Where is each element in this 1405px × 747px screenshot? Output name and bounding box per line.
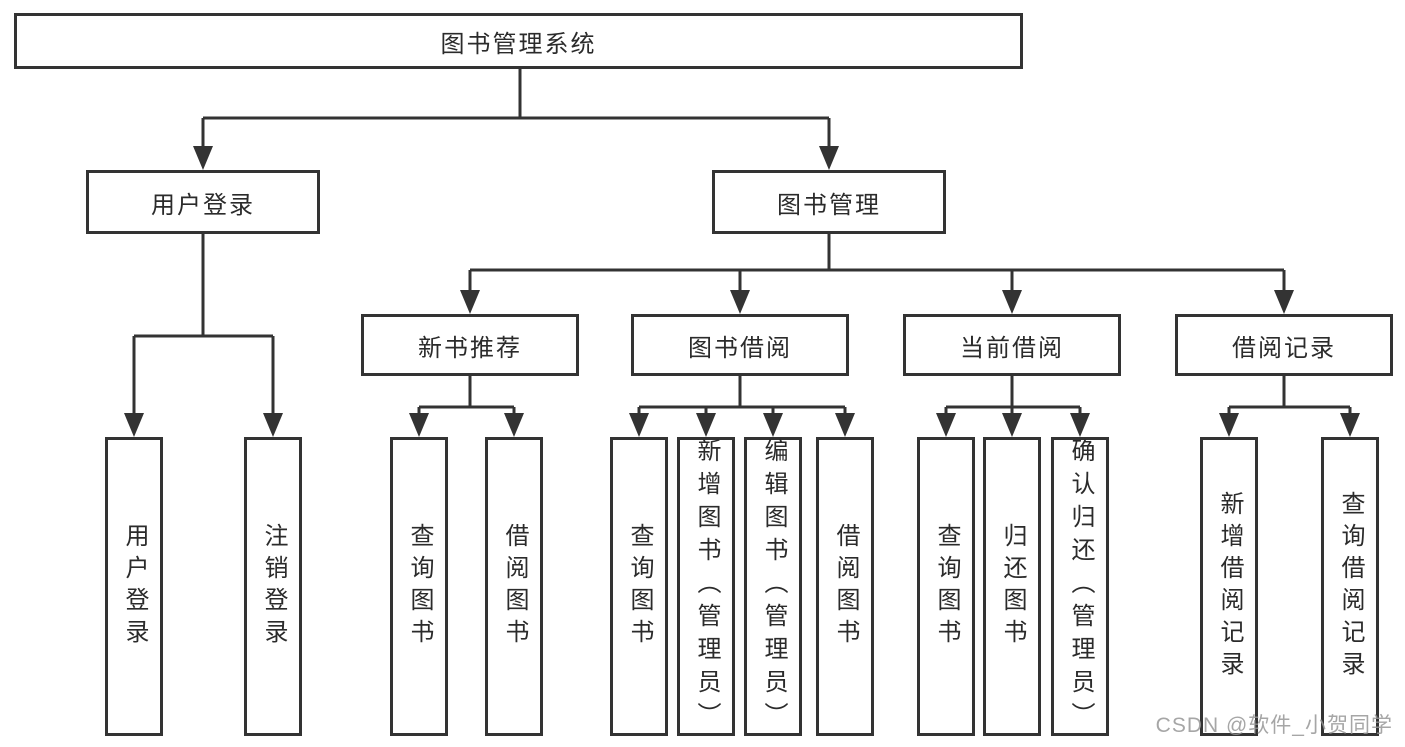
leaf-user-login: 用户登录: [105, 437, 163, 736]
node-label: 查询借阅记录: [1337, 490, 1364, 683]
node-label: 查询图书: [406, 522, 433, 651]
csdn-watermark: CSDN @软件_小贺同学: [1155, 714, 1393, 737]
node-label: 新增图书（管理员）: [693, 438, 720, 735]
node-label: 确认归还（管理员）: [1067, 438, 1094, 735]
node-label: 注销登录: [260, 522, 287, 651]
leaf-borrow-books-recommend: 借阅图书: [485, 437, 543, 736]
node-label: 编辑图书（管理员）: [760, 438, 787, 735]
node-label: 图书管理系统: [440, 30, 597, 58]
node-label: 新书推荐: [418, 334, 522, 362]
leaf-query-books-current: 查询图书: [917, 437, 975, 736]
node-label: 借阅图书: [832, 522, 859, 651]
leaf-logout: 注销登录: [244, 437, 302, 736]
node-label: 用户登录: [121, 522, 148, 651]
leaf-confirm-return-admin: 确认归还（管理员）: [1051, 437, 1109, 736]
node-label: 图书管理: [777, 191, 881, 219]
node-current-borrowing: 当前借阅: [903, 314, 1121, 376]
node-new-book-recommendation: 新书推荐: [361, 314, 579, 376]
node-label: 图书借阅: [688, 334, 792, 362]
node-borrowing-records: 借阅记录: [1175, 314, 1393, 376]
node-label: 用户登录: [151, 191, 255, 219]
node-label: 查询图书: [933, 522, 960, 651]
leaf-edit-books-admin: 编辑图书（管理员）: [744, 437, 802, 736]
leaf-query-books-recommend: 查询图书: [390, 437, 448, 736]
leaf-query-books-borrow: 查询图书: [610, 437, 668, 736]
node-label: 当前借阅: [960, 334, 1064, 362]
node-label: 新增借阅记录: [1216, 490, 1243, 683]
node-user-login: 用户登录: [86, 170, 320, 234]
leaf-query-borrow-record: 查询借阅记录: [1321, 437, 1379, 736]
leaf-borrow-books: 借阅图书: [816, 437, 874, 736]
node-label: 查询图书: [626, 522, 653, 651]
node-book-borrowing: 图书借阅: [631, 314, 849, 376]
leaf-add-books-admin: 新增图书（管理员）: [677, 437, 735, 736]
node-label: 归还图书: [999, 522, 1026, 651]
node-library-management-system: 图书管理系统: [14, 13, 1023, 69]
leaf-add-borrow-record: 新增借阅记录: [1200, 437, 1258, 736]
node-label: 借阅图书: [501, 522, 528, 651]
leaf-return-books: 归还图书: [983, 437, 1041, 736]
node-book-management: 图书管理: [712, 170, 946, 234]
node-label: 借阅记录: [1232, 334, 1336, 362]
arrowheads: [124, 146, 1360, 437]
